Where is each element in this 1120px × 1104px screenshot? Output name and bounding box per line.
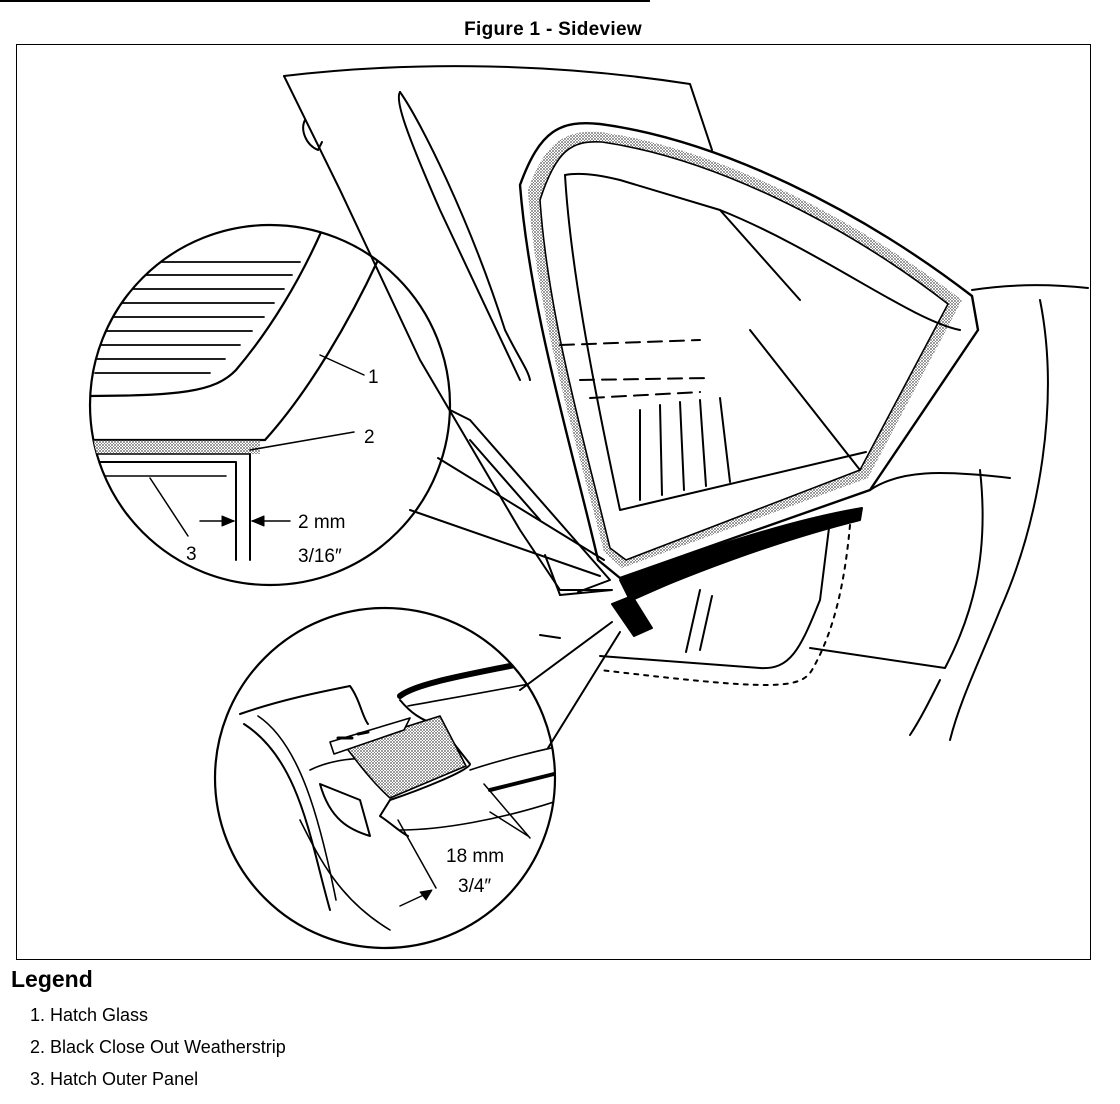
legend-item-outer-panel: 3. Hatch Outer Panel: [30, 1069, 199, 1089]
hatch-glass: [518, 122, 980, 580]
upper-detail-inset: [88, 223, 605, 587]
strip-dimension-mm: 18 mm: [446, 846, 504, 867]
hatch-body: [283, 65, 713, 596]
callout-3: 3: [186, 544, 197, 565]
gap-dimension-in: 3/16″: [298, 546, 342, 567]
callout-2: 2: [364, 427, 375, 448]
rear-quarter-panel: [539, 284, 1089, 741]
gap-dimension-mm: 2 mm: [298, 512, 346, 533]
legend-title: Legend: [11, 966, 93, 992]
top-rule: [0, 0, 650, 2]
legend-item-weatherstrip: 2. Black Close Out Weatherstrip: [30, 1037, 286, 1057]
weatherstrip-end-small: [611, 569, 701, 637]
strip-dimension-in: 3/4″: [458, 876, 491, 897]
legend-item-hatch-glass: 1. Hatch Glass: [30, 1005, 149, 1025]
lower-detail-inset: [213, 606, 621, 950]
callout-1: 1: [368, 367, 379, 388]
legend-list: 1. Hatch Glass 2. Black Close Out Weathe…: [30, 1004, 286, 1100]
figure-title: Figure 1 - Sideview: [464, 19, 642, 40]
